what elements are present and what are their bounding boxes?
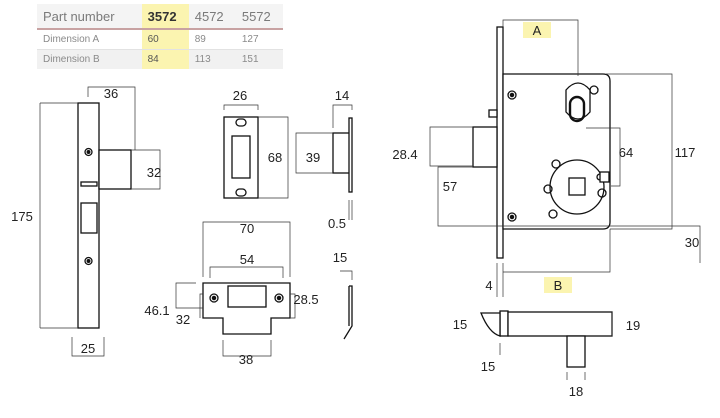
table-header-row: Part number 3572 4572 5572 — [37, 4, 283, 30]
cell-value: 89 — [188, 29, 236, 50]
keep-plate — [223, 116, 259, 199]
dim-28-5: 28.5 — [293, 292, 318, 307]
dim-36: 36 — [104, 86, 118, 101]
dim-46-1: 46.1 — [144, 303, 169, 318]
table-row: Dimension B 84 113 151 — [37, 49, 283, 69]
dim-a: A — [533, 23, 542, 38]
forend-plate — [77, 102, 132, 329]
dim-57: 57 — [443, 179, 457, 194]
dim-68: 68 — [268, 150, 282, 165]
dim-25: 25 — [81, 341, 95, 356]
cell-value: 113 — [188, 49, 236, 69]
header-part-number: Part number — [37, 4, 142, 30]
dim-15: 15 — [333, 250, 347, 265]
header-5572: 5572 — [235, 4, 283, 30]
dimension-table: Part number 3572 4572 5572 Dimension A 6… — [37, 4, 283, 69]
dim-19: 19 — [626, 318, 640, 333]
b-highlight — [544, 277, 572, 293]
dim-b: B — [554, 278, 563, 293]
row-label: Dimension A — [37, 29, 142, 50]
dim-4: 4 — [485, 278, 492, 293]
cell-value: 84 — [141, 49, 189, 69]
dim-39: 39 — [306, 150, 320, 165]
dim-0-5: 0.5 — [328, 216, 346, 231]
lock-case — [472, 26, 611, 259]
dim-32-strike: 32 — [176, 312, 190, 327]
row-label: Dimension B — [37, 49, 142, 69]
dim-14: 14 — [335, 88, 349, 103]
latch-bottom-view — [480, 310, 613, 368]
dim-15-bottom: 15 — [481, 359, 495, 374]
header-4572: 4572 — [188, 4, 236, 30]
table-row: Dimension A 60 89 127 — [37, 29, 283, 50]
dim-38: 38 — [239, 352, 253, 367]
side-profile — [332, 117, 353, 340]
dim-70: 70 — [240, 221, 254, 236]
dim-32: 32 — [147, 165, 161, 180]
a-highlight — [523, 22, 551, 38]
cell-value: 151 — [235, 49, 283, 69]
header-3572: 3572 — [141, 4, 189, 30]
dim-117: 117 — [675, 145, 696, 160]
dim-28-4: 28.4 — [392, 147, 417, 162]
dim-26: 26 — [233, 88, 247, 103]
cell-value: 127 — [235, 29, 283, 50]
dim-18: 18 — [569, 384, 583, 399]
dim-64: 64 — [619, 145, 633, 160]
dim-54: 54 — [240, 252, 254, 267]
dim-175: 175 — [11, 209, 33, 224]
dim-30: 30 — [685, 235, 699, 250]
dim-15-top: 15 — [453, 317, 467, 332]
cell-value: 60 — [141, 29, 189, 50]
striker-plate — [202, 282, 291, 335]
